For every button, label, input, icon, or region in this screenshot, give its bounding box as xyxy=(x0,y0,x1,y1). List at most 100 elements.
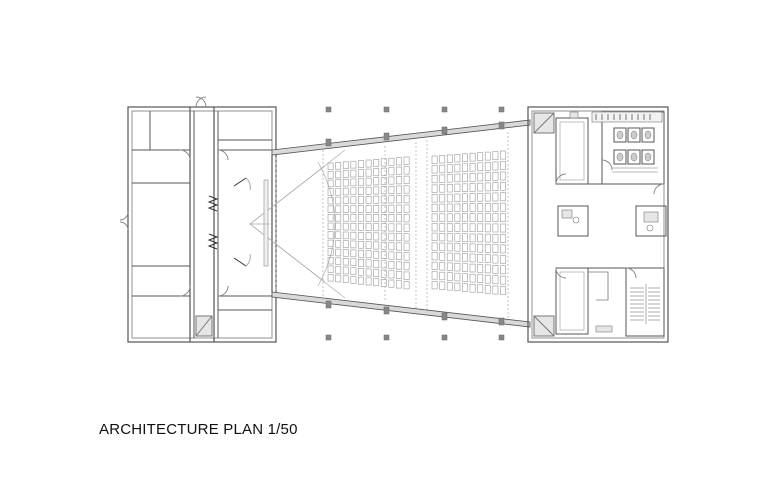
seat xyxy=(439,223,446,232)
seat xyxy=(327,265,334,273)
seat xyxy=(431,184,438,193)
seat xyxy=(469,213,476,222)
seat xyxy=(469,283,476,293)
seat xyxy=(403,185,410,194)
seat xyxy=(484,244,491,253)
seat xyxy=(500,161,506,170)
right-wing xyxy=(527,106,669,343)
seat xyxy=(500,192,506,202)
seat xyxy=(500,244,506,254)
seat xyxy=(373,278,380,287)
seat xyxy=(477,193,484,202)
seat xyxy=(431,232,438,241)
seat xyxy=(388,186,395,194)
seat xyxy=(335,205,342,213)
seat xyxy=(365,186,372,195)
seat xyxy=(396,261,402,270)
seat xyxy=(388,157,395,166)
seat xyxy=(380,269,387,278)
seat xyxy=(342,214,349,222)
seat xyxy=(388,195,395,204)
seat xyxy=(462,203,468,212)
seat xyxy=(403,261,410,271)
hall-top-wall xyxy=(271,119,531,156)
seat xyxy=(484,223,491,233)
seat xyxy=(439,252,446,261)
seat xyxy=(477,162,484,172)
seat xyxy=(454,213,461,222)
seat xyxy=(365,168,372,177)
seat xyxy=(358,187,364,195)
seat xyxy=(469,183,476,192)
seat xyxy=(396,280,402,289)
seat xyxy=(350,267,357,275)
seat xyxy=(500,234,506,243)
seat xyxy=(350,231,357,240)
seat xyxy=(358,241,364,249)
seat xyxy=(477,264,484,273)
seat xyxy=(484,182,491,192)
seat xyxy=(477,172,484,182)
seat xyxy=(358,169,364,177)
service-room-upper xyxy=(555,117,589,185)
left-wing-outer-wall xyxy=(127,106,277,343)
seat xyxy=(388,223,395,232)
seat xyxy=(342,231,349,240)
seat xyxy=(477,233,484,243)
seat xyxy=(380,177,387,185)
seat xyxy=(388,242,395,251)
seat xyxy=(396,185,402,194)
seat xyxy=(431,261,438,270)
toilet-block xyxy=(601,111,665,185)
seat xyxy=(462,153,468,162)
seat xyxy=(484,192,491,202)
seat xyxy=(462,193,468,202)
seat xyxy=(462,213,468,222)
seat xyxy=(439,262,446,271)
seat xyxy=(469,233,476,243)
seat xyxy=(396,214,402,223)
seat xyxy=(342,249,349,257)
seat xyxy=(403,204,410,213)
seat xyxy=(396,157,402,166)
seat xyxy=(469,263,476,273)
seat xyxy=(484,285,491,294)
seat xyxy=(365,241,372,250)
seat xyxy=(350,187,357,196)
seat xyxy=(431,175,438,184)
seat xyxy=(492,234,499,243)
seat xyxy=(396,195,402,204)
seat xyxy=(380,241,387,250)
seat xyxy=(327,214,334,222)
seat xyxy=(462,223,468,232)
seat xyxy=(439,164,446,174)
seat xyxy=(492,171,499,181)
seat xyxy=(380,232,387,241)
seat xyxy=(358,232,364,240)
seat xyxy=(403,233,410,242)
seat xyxy=(373,269,380,277)
seat xyxy=(477,243,484,253)
seat xyxy=(454,203,461,212)
seat xyxy=(431,155,438,164)
seat xyxy=(454,282,461,292)
seat xyxy=(492,151,499,161)
seat xyxy=(403,195,410,204)
seat xyxy=(500,171,506,181)
seat xyxy=(358,258,364,267)
seat xyxy=(350,205,357,213)
seat xyxy=(484,172,491,181)
seat xyxy=(462,163,468,172)
right-wing-inner-wall xyxy=(531,110,665,339)
seat xyxy=(469,152,476,162)
seat xyxy=(358,276,364,285)
seat xyxy=(388,260,395,269)
seat xyxy=(403,252,410,261)
seat xyxy=(446,203,453,212)
seat xyxy=(446,213,453,222)
seat xyxy=(335,231,342,239)
seat xyxy=(439,271,446,281)
seat xyxy=(403,175,410,184)
seat xyxy=(342,222,349,231)
column xyxy=(498,106,505,113)
